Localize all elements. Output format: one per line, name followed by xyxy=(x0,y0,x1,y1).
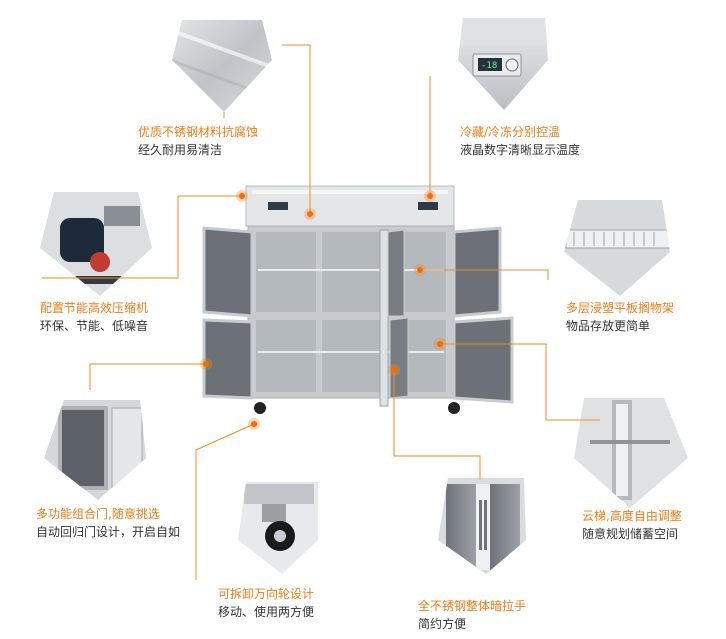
control-panel-image xyxy=(458,18,548,110)
feature-ladder: 云梯,高度自由调整 随意规划储蓄空间 xyxy=(582,508,682,542)
temperature-readout: -18 xyxy=(481,61,497,71)
refrigerator-image xyxy=(202,185,514,414)
hotspot-dots xyxy=(200,190,446,430)
steel-material-image xyxy=(172,20,272,112)
handle-image xyxy=(438,478,526,574)
feature-title: 云梯,高度自由调整 xyxy=(582,509,682,523)
feature-title: 全不锈钢整体暗拉手 xyxy=(418,599,527,613)
callout-lines xyxy=(42,44,600,580)
feature-desc: 液晶数字清晰显示温度 xyxy=(460,143,581,157)
feature-title: 多层浸塑平板搁物架 xyxy=(566,301,675,315)
feature-handle: 全不锈钢整体暗拉手 简约方便 xyxy=(418,598,526,632)
feature-control: 冷藏/冷冻分别控温 液晶数字清晰显示温度 xyxy=(460,124,580,158)
ladder-rail-image xyxy=(574,398,688,508)
caster-wheel-image xyxy=(238,482,318,574)
feature-material: 优质不锈钢材料抗腐蚀 经久耐用易清洁 xyxy=(138,124,258,158)
feature-desc: 移动、使用两方便 xyxy=(218,605,315,619)
feature-title: 优质不锈钢材料抗腐蚀 xyxy=(138,125,259,139)
compressor-image xyxy=(40,192,152,296)
feature-desc: 随意规划储蓄空间 xyxy=(582,527,679,541)
feature-title: 配置节能高效压缩机 xyxy=(40,301,149,315)
shelf-image xyxy=(564,200,670,296)
feature-wheel: 可拆卸万向轮设计 移动、使用两方便 xyxy=(218,586,314,620)
feature-title: 多功能组合门,随意挑选 xyxy=(36,507,160,521)
feature-title: 冷藏/冷冻分别控温 xyxy=(460,125,561,139)
feature-shelf: 多层浸塑平板搁物架 物品存放更简单 xyxy=(566,300,674,334)
feature-desc: 环保、节能、低噪音 xyxy=(40,319,149,333)
feature-desc: 自动回归门设计，开启自如 xyxy=(36,525,181,539)
feature-desc: 经久耐用易清洁 xyxy=(138,143,223,157)
feature-desc: 物品存放更简单 xyxy=(566,319,651,333)
feature-compressor: 配置节能高效压缩机 环保、节能、低噪音 xyxy=(40,300,148,334)
feature-desc: 简约方便 xyxy=(418,617,467,631)
feature-door: 多功能组合门,随意挑选 自动回归门设计，开启自如 xyxy=(36,506,180,540)
door-image xyxy=(44,400,146,500)
feature-title: 可拆卸万向轮设计 xyxy=(218,587,315,601)
